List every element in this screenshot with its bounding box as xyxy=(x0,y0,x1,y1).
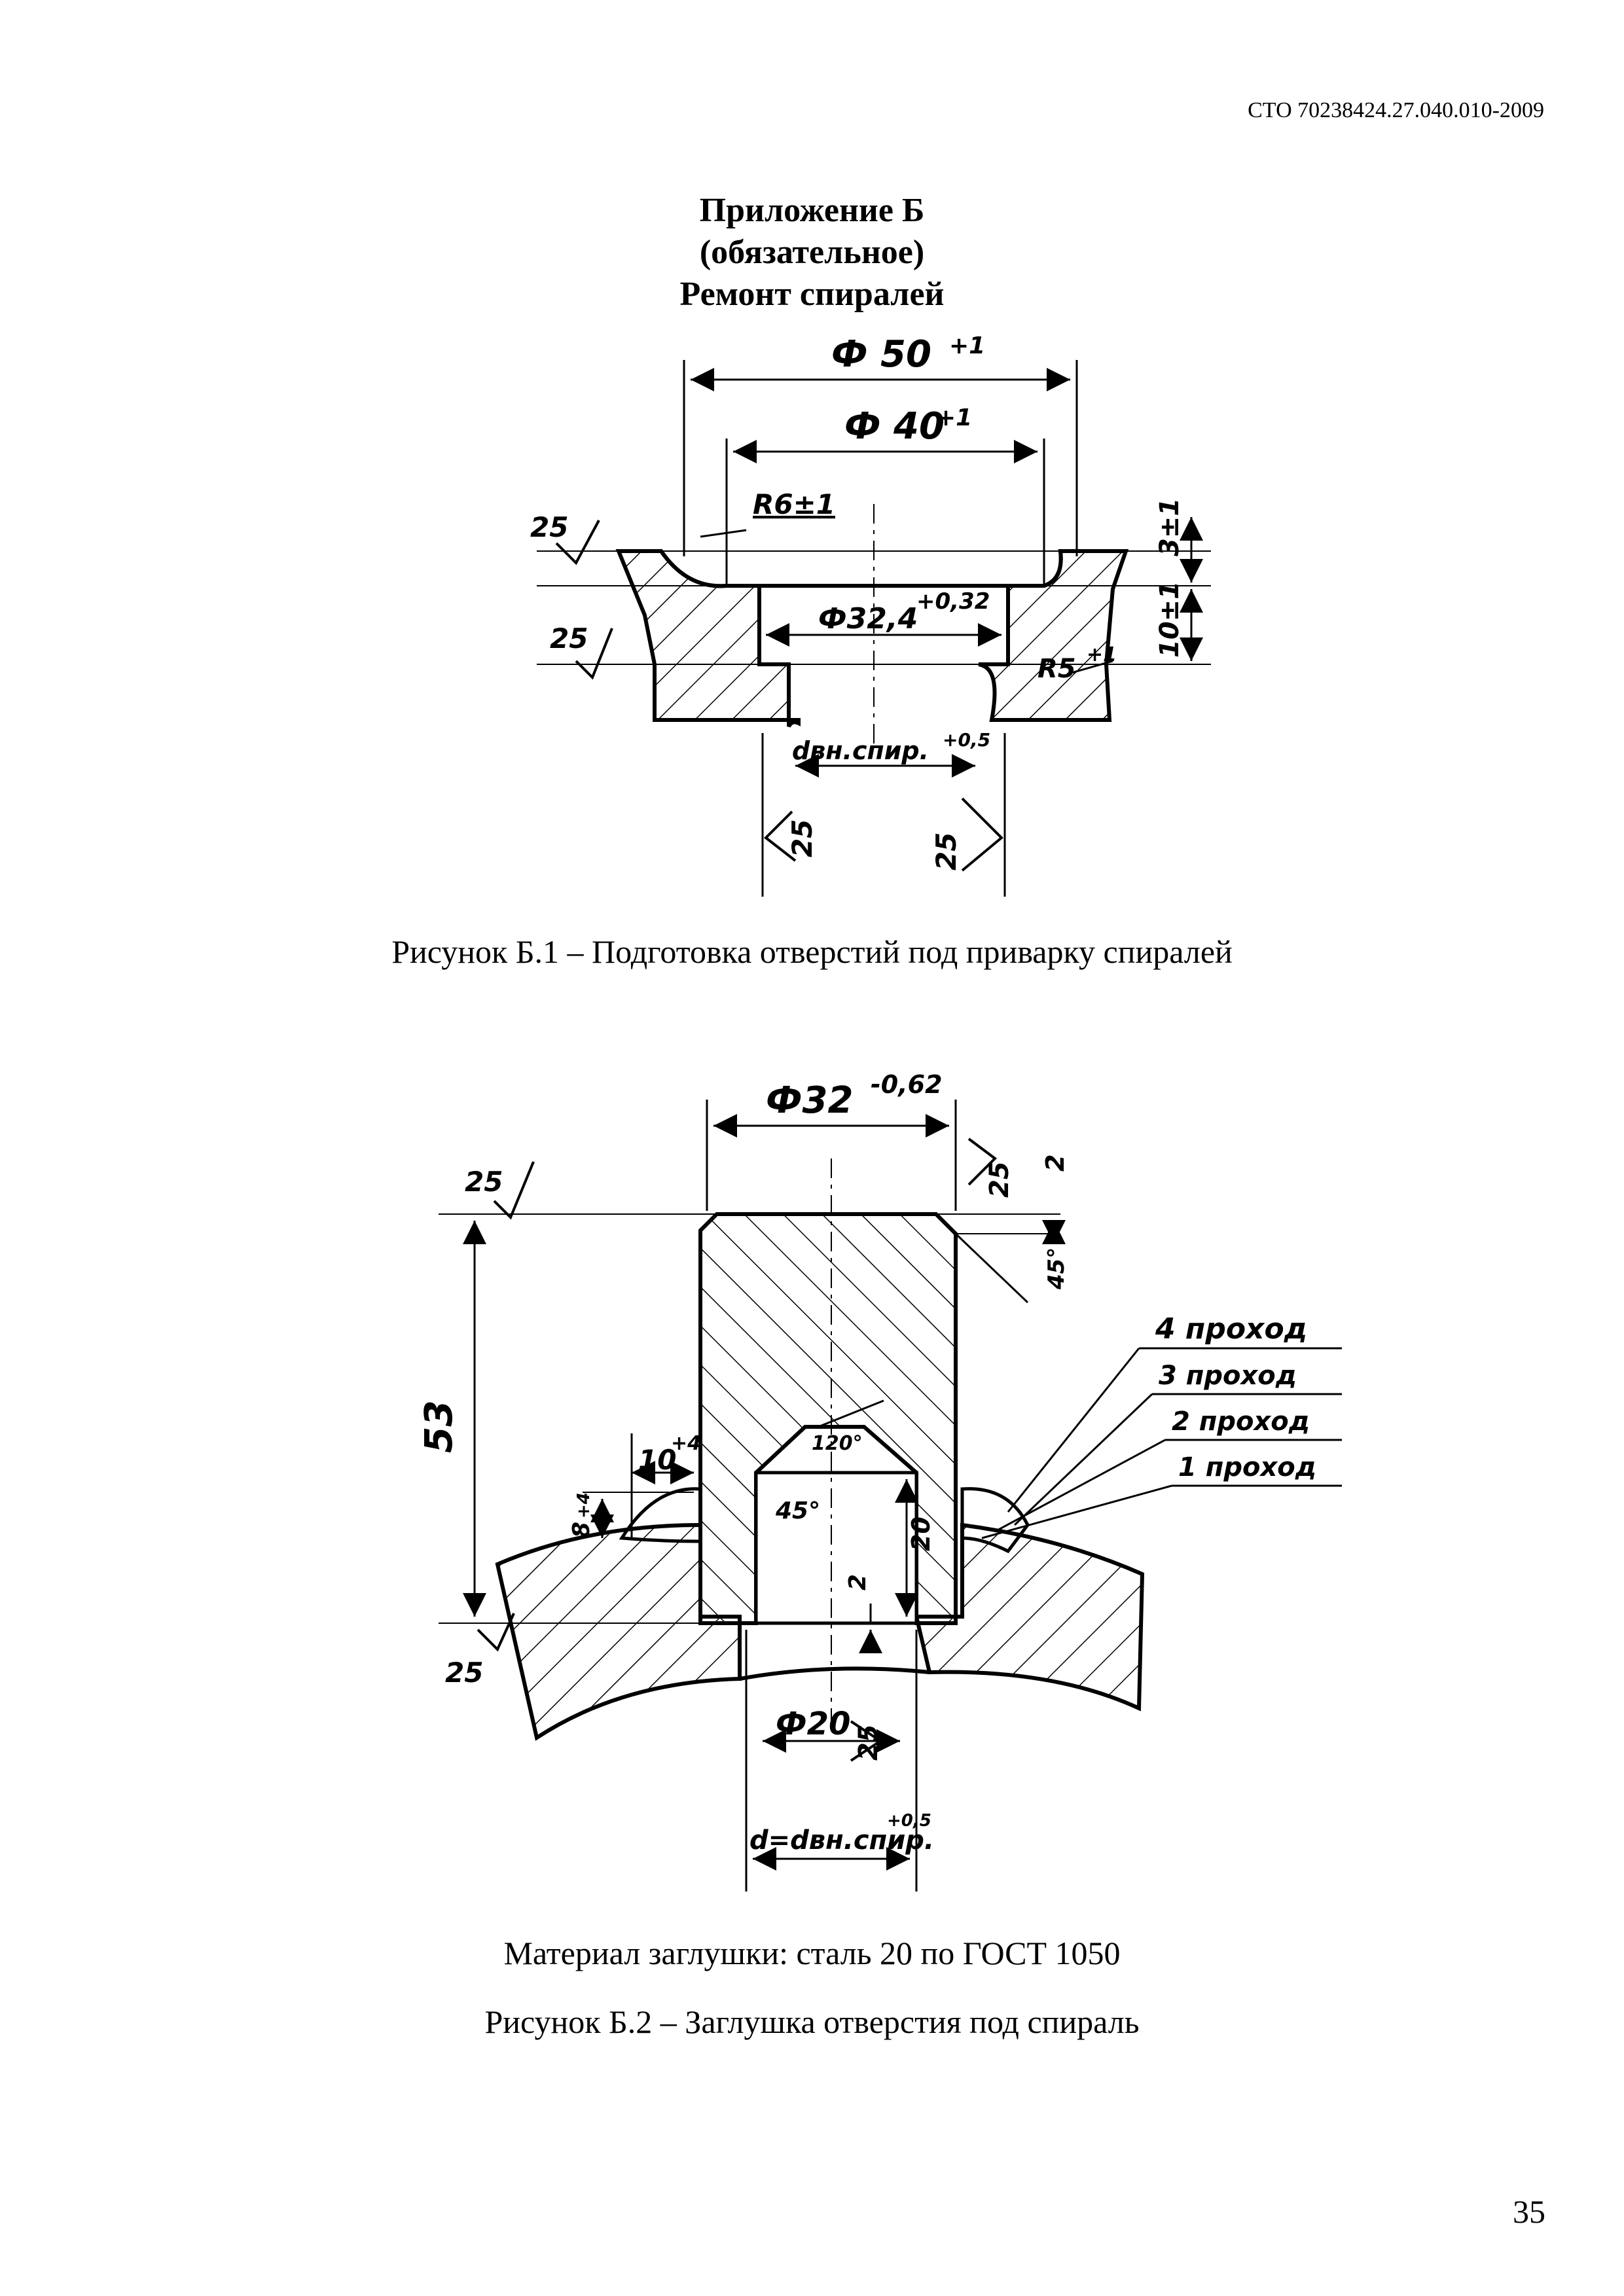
fig2-dim-a45-inner: 45° xyxy=(775,1498,820,1524)
fig1-roughness-2: 25 xyxy=(550,622,588,655)
fig2-pass-3: 3 проход xyxy=(1159,1361,1297,1391)
appendix-title: Приложение Б xyxy=(699,192,925,229)
fig2-dim-d-formula-tol: +0,5 xyxy=(887,1811,931,1831)
fig2-base-body xyxy=(495,1522,742,1741)
fig1-dim-h10: 10±1 xyxy=(1155,581,1185,658)
fig1-dim-d32: Ф32,4 xyxy=(818,602,918,636)
figure1-caption: Рисунок Б.1 – Подготовка отверстий под п… xyxy=(391,933,1233,970)
fig1-dim-dvn: dвн.спир. xyxy=(792,736,929,765)
fig1-roughness-mark-1 xyxy=(555,520,600,565)
figure2-material: Материал заглушки: сталь 20 по ГОСТ 1050 xyxy=(503,1935,1121,1971)
figure2-drawing: 25 25 25 25 Ф32 -0,62 53 10 +4 8 +4 120°… xyxy=(416,1070,1342,1892)
fig2-dim-h20: 20 xyxy=(907,1516,935,1551)
fig2-dim-w10: 10 xyxy=(638,1444,676,1476)
fig2-pass-2: 2 проход xyxy=(1172,1407,1310,1437)
fig2-dim-a45-outer: 45° xyxy=(1043,1247,1070,1290)
fig2-pass-1: 1 проход xyxy=(1178,1452,1316,1482)
fig2-dim-c2-top: 2 xyxy=(1041,1155,1070,1172)
fig1-roughness-mark-2 xyxy=(575,628,613,680)
fig1-dim-dvn-tol: +0,5 xyxy=(943,729,990,751)
fig2-roughness-mark-1 xyxy=(493,1161,535,1220)
fig2-dim-h8: 8 xyxy=(568,1522,595,1538)
fig1-roughness-4: 25 xyxy=(930,833,962,870)
fig1-dim-r5: R5 xyxy=(1038,654,1076,684)
appendix-heading: Приложение Б (обязательное) Ремонт спира… xyxy=(0,190,1624,315)
fig2-roughness-4: 25 xyxy=(854,1724,884,1761)
fig2-pass-4: 4 проход xyxy=(1155,1312,1307,1346)
fig2-roughness-mark-2 xyxy=(477,1613,515,1652)
fig2-weld-left xyxy=(619,1487,702,1543)
fig2-roughness-1: 25 xyxy=(465,1166,503,1198)
appendix-status: (обязательное) xyxy=(699,234,925,271)
fig2-dim-d-formula: d=dвн.спир. xyxy=(749,1825,934,1856)
fig2-dim-d20: Ф20 xyxy=(776,1706,850,1742)
fig2-dim-d32-tol: -0,62 xyxy=(871,1070,943,1099)
fig2-dim-h8-tol: +4 xyxy=(574,1492,594,1518)
fig1-dim-d32-tol: +0,32 xyxy=(916,588,990,615)
fig2-dim-h53: 53 xyxy=(416,1400,461,1453)
fig1-dim-d50-tol: +1 xyxy=(949,332,985,359)
fig2-dim-a120: 120° xyxy=(812,1432,863,1455)
fig1-roughness-1: 25 xyxy=(530,511,568,543)
fig2-dim-w10-tol: +4 xyxy=(671,1432,701,1455)
fig1-dim-d40: Ф 40 xyxy=(844,405,945,448)
fig2-roughness-3: 25 xyxy=(984,1161,1015,1198)
fig1-dim-r6: R6±1 xyxy=(753,488,835,520)
fig2-roughness-mark-4 xyxy=(850,1720,883,1762)
appendix-subtitle: Ремонт спиралей xyxy=(679,276,945,313)
fig2-dim-d32: Ф32 xyxy=(766,1079,853,1122)
fig1-dim-d50: Ф 50 xyxy=(831,333,931,376)
fig2-inner-bore xyxy=(754,1471,918,1625)
fig1-roughness-3: 25 xyxy=(786,819,818,857)
fig2-roughness-mark-3 xyxy=(967,1138,998,1186)
fig1-dim-r5-tol: +1 xyxy=(1087,643,1117,666)
fig1-roughness-mark-4 xyxy=(961,797,1003,872)
fig1-section-left xyxy=(615,549,801,728)
fig2-roughness-2: 25 xyxy=(445,1657,483,1689)
fig2-base-body-right xyxy=(914,1522,1145,1712)
fig2-dim-c2-inner: 2 xyxy=(844,1574,871,1590)
fig1-roughness-mark-3 xyxy=(763,810,797,862)
figure1-drawing: 25 25 25 25 Ф 50 +1 Ф 40 +1 R6±1 Ф32,4 +… xyxy=(530,332,1211,897)
fig1-dim-d40-tol: +1 xyxy=(936,404,972,431)
fig1-section-top xyxy=(659,550,1063,588)
standard-code: СТО 70238424.27.040.010-2009 xyxy=(1248,98,1544,122)
page-number: 35 xyxy=(1513,2193,1545,2230)
fig1-dim-h3: 3±1 xyxy=(1155,498,1185,556)
figure2-caption: Рисунок Б.2 – Заглушка отверстия под спи… xyxy=(484,2003,1140,2040)
